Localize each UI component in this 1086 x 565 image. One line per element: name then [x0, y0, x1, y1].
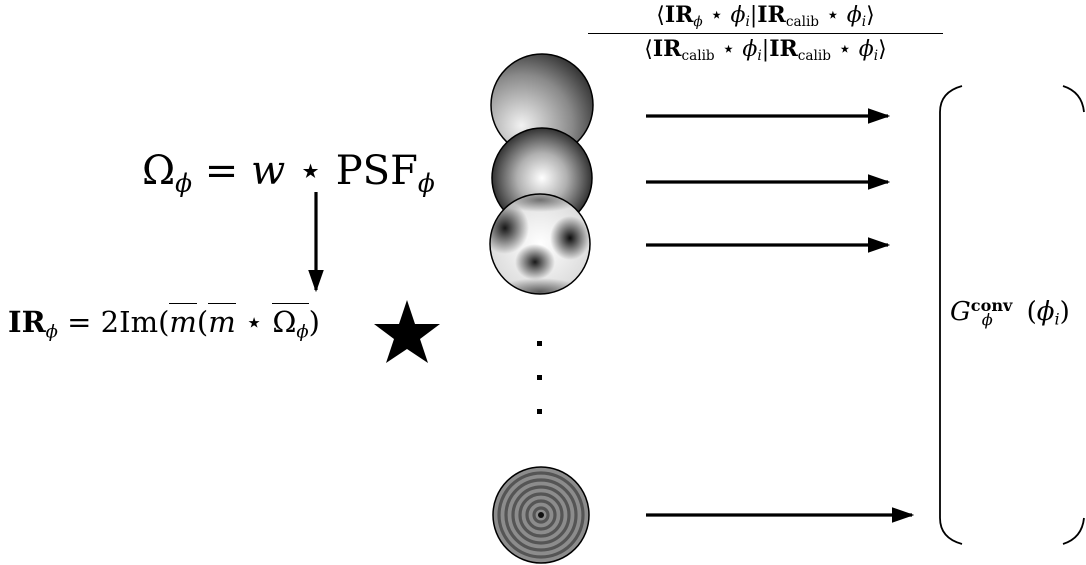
star-icon	[374, 300, 440, 363]
ir-equation: IRϕ = 2Im(m(m ⋆ Ωϕ)	[8, 303, 320, 343]
mode-disc-4-outline	[492, 466, 590, 564]
ring	[525, 499, 557, 531]
ellipsis-dot-1	[537, 341, 542, 346]
fraction-bar	[588, 33, 943, 35]
ring	[518, 492, 564, 538]
ellipsis-dot-2	[537, 375, 542, 380]
mode-disc-4	[493, 467, 589, 563]
right-bracket	[1062, 85, 1085, 545]
left-bracket	[939, 85, 963, 545]
fraction-denominator: ⟨IRcalib ⋆ ϕi|IRcalib ⋆ ϕi⟩	[644, 36, 887, 65]
omega-equation: Ωϕ = w ⋆ PSFϕ	[142, 148, 435, 198]
ring	[511, 485, 571, 545]
g-conv-equation: Gconvϕ(ϕi)	[950, 296, 1070, 329]
fraction-numerator: ⟨IRϕ ⋆ ϕi|IRcalib ⋆ ϕi⟩	[656, 2, 875, 31]
ring	[504, 478, 578, 552]
ring	[532, 506, 550, 524]
ring	[497, 471, 585, 559]
mode-disc-3-outline	[489, 193, 591, 295]
mode-disc-3	[490, 194, 590, 294]
projection-fraction: ⟨IRϕ ⋆ ϕi|IRcalib ⋆ ϕi⟩ ⟨IRcalib ⋆ ϕi|IR…	[588, 0, 943, 64]
ellipsis-dot-3	[537, 409, 542, 414]
